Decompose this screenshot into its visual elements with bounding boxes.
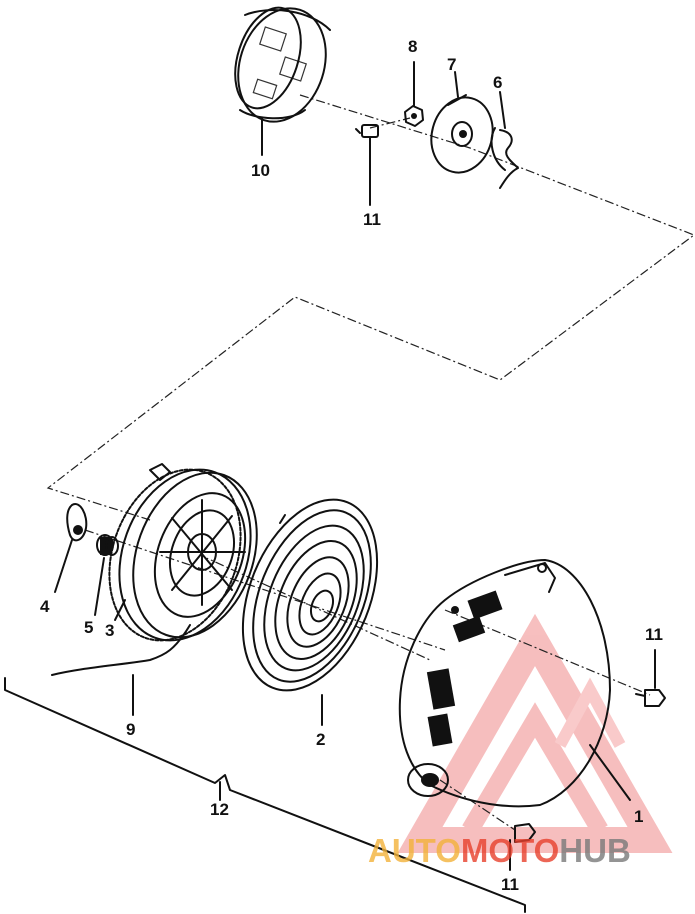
watermark-moto: MOTO [461,832,559,869]
watermark-text: AUTOMOTOHUB [368,832,631,869]
assembly-12-bracket [4,677,526,913]
callout-11-right: 11 [645,625,663,644]
callout-1: 1 [634,807,643,826]
callout-11-top: 11 [363,210,381,229]
alignment-lines [46,94,695,831]
part-4-pawl [54,503,88,593]
part-7-friction-plate [430,71,494,174]
part-5-bushing [94,534,119,616]
part-2-recoil-spring [241,498,379,726]
callout-4: 4 [40,597,50,616]
callout-6: 6 [493,73,502,92]
part-11-bolt-right [635,649,666,707]
part-6-spring-clip [490,91,519,189]
callout-3: 3 [105,621,114,640]
part-11-bolt-top [355,124,379,206]
callout-9: 9 [126,720,135,739]
part-9-starter-rope [51,624,191,716]
watermark-auto: AUTO [368,832,461,869]
watermark-hub: HUB [559,832,631,869]
callout-5: 5 [84,618,93,637]
part-1-starter-housing [398,559,631,808]
watermark-logo [397,613,673,853]
callout-12: 12 [210,800,229,819]
callout-labels: 1 2 3 4 5 6 7 8 9 10 11 11 11 12 [40,37,663,894]
part-10-pulley-cup [234,6,331,156]
svg-text:AUTOMOTOHUB: AUTOMOTOHUB [368,832,631,869]
callout-11-bottom: 11 [501,875,519,894]
part-8-nut [404,61,424,127]
callout-7: 7 [447,55,456,74]
callout-2: 2 [316,730,325,749]
callout-8: 8 [408,37,417,56]
callout-10: 10 [251,161,270,180]
part-3-rope-reel [108,463,258,642]
part-11-bolt-bottom [509,823,536,871]
